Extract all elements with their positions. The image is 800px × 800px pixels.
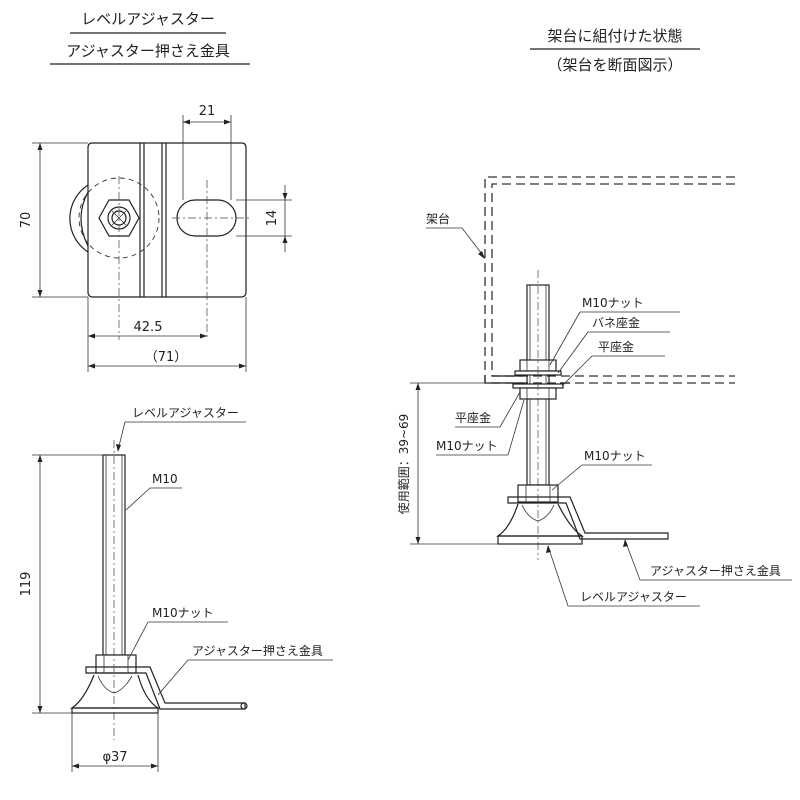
- label-side-bracket: アジャスター押さえ金具: [192, 643, 323, 658]
- label-nut-mid: M10ナット: [436, 439, 498, 453]
- label-side-thread: M10: [152, 472, 178, 486]
- label-assembled-adjuster: レベルアジャスター: [580, 590, 687, 604]
- dim-total-height: 119: [19, 572, 34, 597]
- label-flat-washer-top: 平座金: [598, 339, 634, 354]
- dim-offset: 42.5: [134, 320, 163, 335]
- dim-diameter: φ37: [102, 750, 127, 765]
- label-flat-washer-bottom: 平座金: [455, 410, 491, 425]
- left-title: レベルアジャスター アジャスター押さえ金具: [50, 10, 250, 65]
- label-nut-low: M10ナット: [584, 449, 646, 463]
- label-assembled-bracket: アジャスター押さえ金具: [650, 563, 781, 578]
- label-frame: 架台: [426, 211, 450, 226]
- left-title-line1: レベルアジャスター: [81, 10, 215, 28]
- top-view: 21 14 70 42.5 （71）: [19, 104, 292, 372]
- right-title-line2: （架台を断面図示）: [547, 56, 682, 74]
- adjuster-nut: [95, 654, 137, 674]
- frame-inner: [491, 183, 735, 377]
- label-spring-washer: バネ座金: [592, 315, 640, 330]
- right-title-line1: 架台に組付けた状態: [547, 27, 682, 45]
- adjuster-base: [70, 674, 161, 709]
- frame-outer: [484, 176, 735, 384]
- bracket-side: [85, 666, 246, 710]
- label-side-nut: M10ナット: [152, 606, 214, 620]
- dim-usage-range: 使用範囲：39~69: [396, 414, 411, 515]
- bracket-plate: [87, 142, 247, 298]
- dim-slot-width: 14: [265, 210, 280, 227]
- label-nut-top: M10ナット: [582, 296, 644, 310]
- assembled-bracket: [507, 496, 669, 540]
- side-view: 119 φ37 レベルアジャスター M10 M10ナット アジャスター押さえ金具: [19, 406, 333, 772]
- dim-slot-pos: 21: [199, 104, 216, 119]
- left-title-line2: アジャスター押さえ金具: [66, 42, 230, 60]
- assembled-view: 使用範囲：39~69 架台 M10ナット バネ座金 平座金 平座金 M10ナット…: [396, 176, 792, 607]
- slot: [176, 199, 237, 237]
- dim-height: 70: [19, 212, 34, 229]
- label-side-adjuster: レベルアジャスター: [132, 406, 239, 420]
- dim-width: （71）: [145, 350, 188, 365]
- right-title: 架台に組付けた状態 （架台を断面図示）: [530, 27, 700, 74]
